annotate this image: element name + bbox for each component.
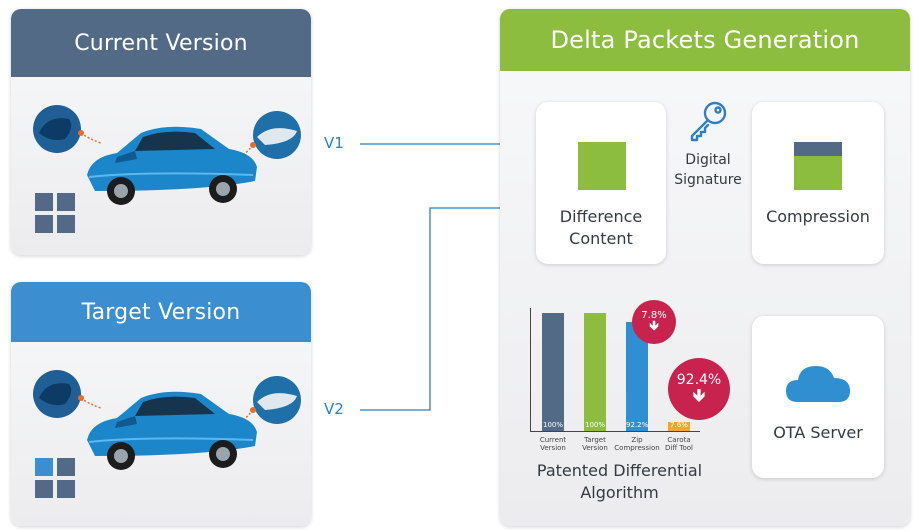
chart-bar-value-label: 7.6%	[670, 421, 688, 429]
chart-bar: 100%	[542, 313, 564, 431]
v1-label: V1	[324, 134, 344, 152]
target-version-panel: Target Version	[11, 282, 311, 526]
compression-card: Compression	[752, 102, 884, 264]
compression-label: Compression	[766, 207, 870, 226]
reduction-badge-carota: 92.4% 🡻	[668, 358, 730, 420]
chart-bar-value-label: 92.2%	[626, 421, 649, 429]
down-arrow-icon: 🡻	[649, 319, 659, 334]
cloud-icon	[786, 366, 850, 402]
reduction-badge-zip-text: 7.8%	[641, 310, 667, 321]
digital-signature-line1: Digital	[685, 152, 731, 168]
compression-icon	[794, 142, 842, 190]
target-version-title: Target Version	[11, 282, 311, 342]
windows-icon	[35, 193, 75, 233]
chart-bar: 92.2%	[626, 322, 648, 431]
car-image	[33, 370, 301, 470]
size-bar-chart: 100% 100% 92.2% 7.6%	[530, 308, 700, 432]
v2-arrow	[360, 207, 512, 411]
algorithm-line2: Algorithm	[580, 483, 659, 502]
car-image	[33, 105, 301, 205]
key-icon	[690, 101, 727, 142]
patented-algorithm-label: Patented Differential Algorithm	[512, 460, 727, 504]
current-version-panel: Current Version	[11, 9, 311, 255]
delta-packets-title: Delta Packets Generation	[500, 9, 910, 71]
chart-bar: 7.6%	[668, 421, 690, 431]
difference-content-line1: Difference	[559, 207, 643, 226]
digital-signature-line2: Signature	[674, 172, 742, 188]
ota-server-card: OTA Server	[752, 316, 884, 478]
algorithm-line1: Patented Differential	[536, 461, 703, 480]
chart-bar-value-label: 100%	[584, 421, 605, 429]
windows-icon	[35, 458, 75, 498]
reduction-badge-zip: 7.8% 🡻	[632, 300, 676, 344]
v2-label: V2	[324, 400, 344, 418]
digital-signature-label: Digital Signature	[663, 150, 753, 190]
difference-content-card: Difference Content	[536, 102, 666, 264]
chart-x-axis	[530, 431, 700, 432]
chart-bar: 100%	[584, 313, 606, 431]
ota-server-label: OTA Server	[773, 423, 863, 442]
reduction-badge-carota-text: 92.4%	[676, 372, 722, 388]
chart-y-axis	[530, 308, 531, 432]
down-arrow-icon: 🡻	[692, 386, 706, 406]
chart-bar-value-label: 100%	[542, 421, 563, 429]
difference-content-icon	[578, 142, 626, 190]
difference-content-line2: Content	[569, 229, 633, 248]
current-version-title: Current Version	[11, 9, 311, 77]
